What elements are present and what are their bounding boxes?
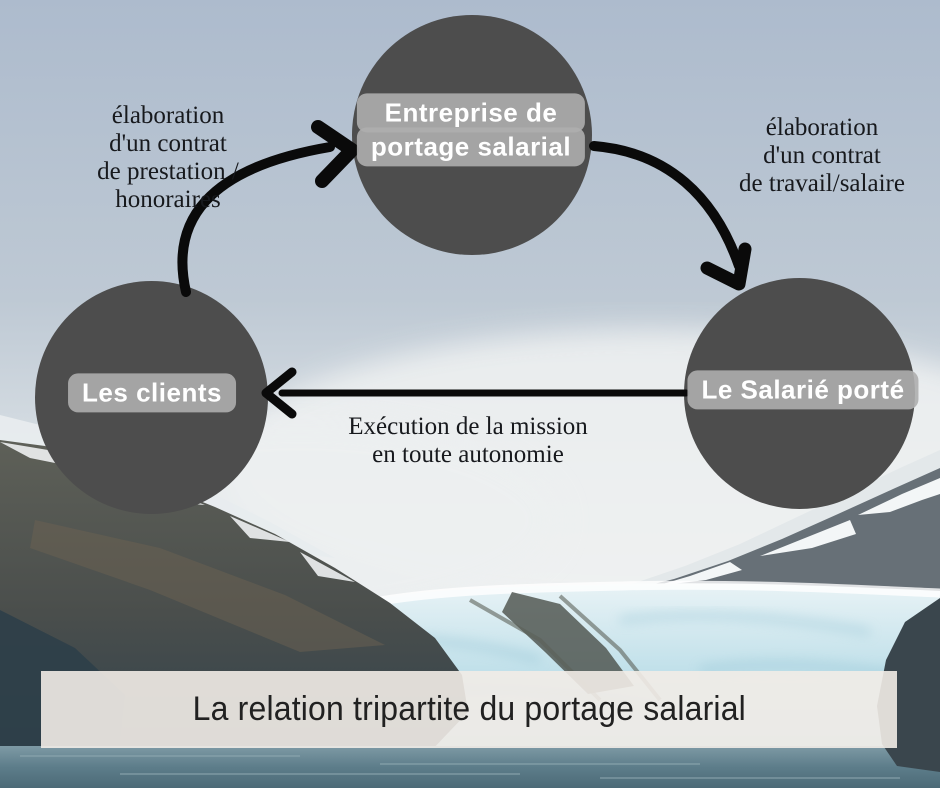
edge-caption-line: d'un contrat — [763, 142, 881, 169]
edge-caption-line: honoraires — [115, 186, 221, 213]
water — [0, 746, 940, 788]
node-label-clients-text: Les clients — [68, 373, 236, 413]
node-label-entreprise-line2: portage salarial — [356, 127, 586, 167]
mountain-left-snow-patches — [0, 442, 355, 582]
arrow-clients-to-entreprise-icon — [177, 120, 359, 297]
edge-caption-line: Exécution de la mission — [348, 413, 588, 440]
edge-caption-line: d'un contrat — [109, 130, 227, 157]
edge-caption-execution-mission: Exécution de la mission en toute autonom… — [348, 413, 588, 469]
edge-caption-line: de travail/salaire — [739, 170, 905, 197]
edge-caption-contrat-travail: élaboration d'un contrat de travail/sala… — [739, 114, 905, 198]
edge-caption-line: élaboration — [765, 114, 879, 141]
glacier-debris-streak — [502, 592, 634, 694]
page-title: La relation tripartite du portage salari… — [192, 690, 746, 728]
water-surface — [0, 746, 940, 788]
node-label-clients: Les clients — [68, 373, 236, 413]
edge-caption-contrat-prestation: élaboration d'un contrat de prestation /… — [97, 102, 239, 214]
node-label-entreprise-line1: Entreprise de — [356, 93, 586, 133]
arrow-salarie-to-clients-icon — [261, 367, 690, 419]
node-label-salarie: Le Salarié porté — [687, 370, 919, 410]
edge-caption-line: en toute autonomie — [372, 441, 564, 468]
title-bar: La relation tripartite du portage salari… — [41, 671, 897, 748]
arrow-entreprise-to-salarie-icon — [589, 141, 752, 291]
water-ripples — [20, 755, 900, 779]
edge-caption-line: de prestation / — [97, 158, 239, 185]
mountain-left-brown-band — [30, 520, 385, 652]
edge-caption-line: élaboration — [111, 102, 225, 129]
mountain-right — [598, 450, 940, 612]
node-label-salarie-text: Le Salarié porté — [687, 370, 919, 410]
node-label-entreprise: Entreprise de portage salarial — [356, 93, 586, 167]
